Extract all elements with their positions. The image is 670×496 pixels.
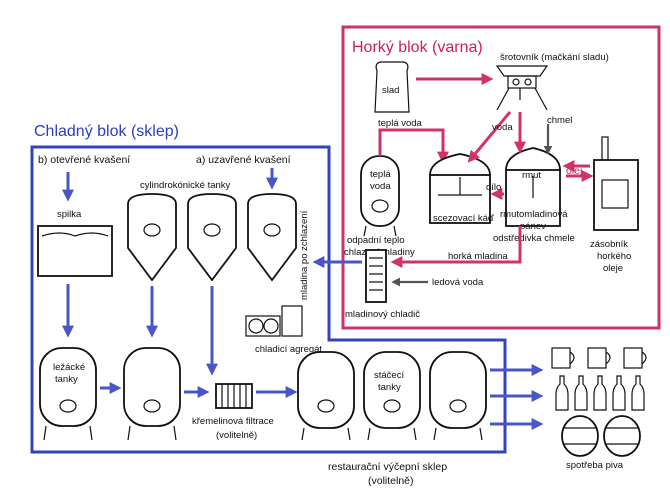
- cold-block-title: Chladný blok (sklep): [34, 123, 179, 140]
- filter-icon: [215, 383, 253, 409]
- horka-mladina-label: horká mladina: [448, 251, 508, 262]
- rmut-label: rmut: [522, 170, 541, 181]
- zasobnik-label-1: zásobník: [590, 239, 628, 250]
- uzavrene-label: a) uzavřené kvašení: [196, 154, 291, 166]
- tepla-voda-top-label: teplá voda: [378, 118, 423, 129]
- serving-tank-1: [297, 351, 355, 441]
- tepla-voda-tank-label-1: teplá: [370, 169, 391, 180]
- stacci-label-2: tanky: [378, 382, 401, 393]
- arrow-hot-water-to-lauter: [378, 128, 449, 164]
- restauracni-sklep-label-1: restaurační výčepní sklep: [328, 461, 447, 473]
- chmel-label: chmel: [547, 115, 572, 126]
- serving-tank-3: [429, 351, 487, 441]
- mladina-po-zchlazeni-label: mladina po zchlazení: [299, 210, 310, 300]
- hot-water-tank: [360, 155, 400, 237]
- zasobnik-label-3: oleje: [603, 263, 623, 274]
- malt-bag-icon: [374, 61, 410, 113]
- hot-block-border: [341, 25, 661, 330]
- tepla-voda-tank-label-2: voda: [370, 181, 391, 192]
- scezovaci-kad-label: scezovací káď: [433, 213, 494, 224]
- ledova-voda-label: ledová voda: [432, 277, 484, 288]
- spotreba-label: spotřeba piva: [566, 460, 624, 471]
- cct-tank-3: [247, 193, 297, 282]
- beer-mug-icons: [551, 347, 647, 369]
- odstredivka-label: odstředivka chmele: [493, 233, 575, 244]
- dilo-label: dílo: [486, 182, 501, 193]
- stacci-label-1: stáčecí: [374, 370, 404, 381]
- keg-icons: [561, 415, 641, 457]
- rmutomladinova-label-1: rmutomladinová: [500, 209, 568, 220]
- beer-bottle-icons: [555, 375, 645, 411]
- wort-chiller: [365, 249, 387, 303]
- lezacke-label-1: ležácké: [53, 362, 85, 373]
- cooling-unit-icon: [245, 305, 303, 337]
- lezacke-label-2: tanky: [55, 374, 78, 385]
- cct-tank-1: [127, 193, 177, 282]
- mladinovy-chladic-label: mladinový chladič: [345, 309, 420, 320]
- srotovnik-label: šrotovník (mačkání sladu): [500, 52, 609, 63]
- cylindrokonicke-label: cylindrokónické tanky: [140, 180, 231, 191]
- spilka-label: spilka: [57, 209, 82, 220]
- olej-label: olej: [566, 165, 582, 177]
- mill-icon: [495, 65, 549, 111]
- kremelinova-label-2: (volitelně): [216, 430, 257, 441]
- lager-tank-2: [123, 347, 181, 441]
- voda-label: voda: [492, 122, 513, 133]
- lager-tank-1: [39, 347, 97, 441]
- otevrene-label: b) otevřené kvašení: [38, 154, 130, 166]
- kremelinova-label-1: křemelinová filtrace: [192, 416, 274, 427]
- chladici-agregat-label: chladicí agregát: [255, 344, 322, 355]
- cct-tank-2: [187, 193, 237, 282]
- cold-block-border: [30, 145, 507, 454]
- restauracni-sklep-label-2: (volitelně): [368, 475, 414, 487]
- odpadni-label-1: odpadní teplo: [347, 235, 405, 246]
- rmutomladinova-label-2: pánev: [520, 221, 546, 232]
- serving-tank-2: [363, 351, 421, 441]
- slad-label: slad: [382, 85, 399, 96]
- hot-oil-storage: [593, 136, 639, 231]
- open-fermenter: [37, 225, 113, 277]
- arrow-mill-to-lauter: [467, 111, 512, 163]
- hot-block-title: Horký blok (varna): [352, 39, 483, 56]
- zasobnik-label-2: horkého: [597, 251, 631, 262]
- arrow-hot-wort: [390, 226, 522, 268]
